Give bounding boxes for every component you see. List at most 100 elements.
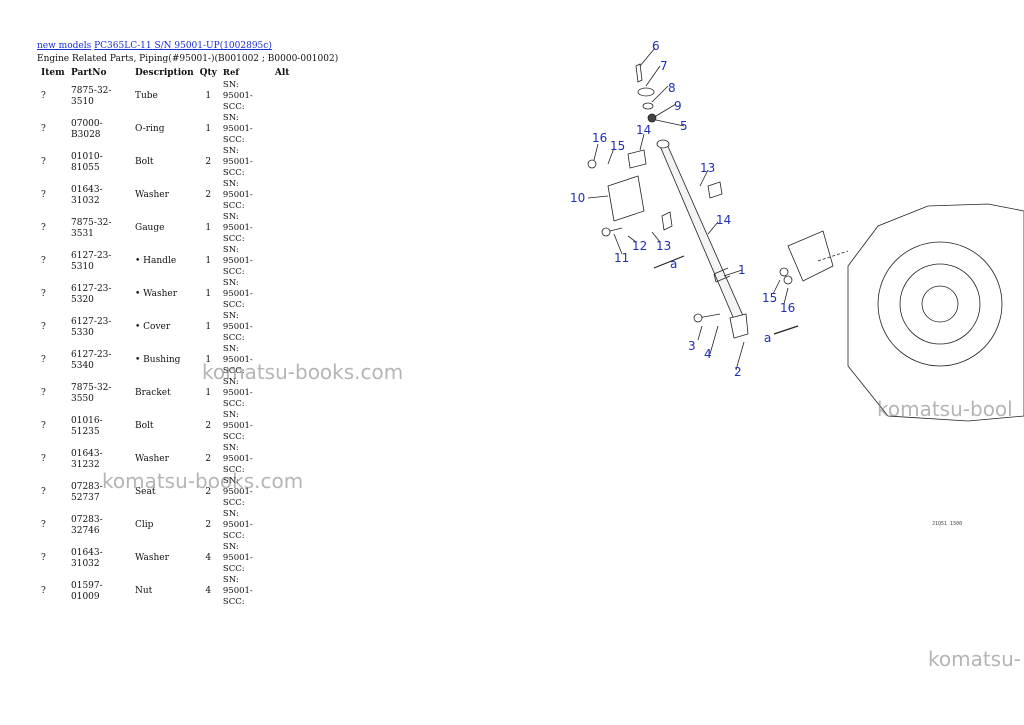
cell-partno: 6127-23-5340 [71,349,112,371]
cell-alt [272,146,294,179]
cell-description: Gauge [135,223,165,233]
cell-qty: 1 [205,322,212,332]
cell-ref: SN: 95001-SCC: [222,179,253,211]
cell-qty: 1 [205,289,212,299]
watermark-right: komatsu-bool [877,397,1013,421]
cell-ref: SN: 95001-SCC: [222,212,253,244]
breadcrumb-link-model[interactable]: PC365LC-11 S/N 95001-UP(1002895c) [94,41,272,51]
breadcrumb: new models PC365LC-11 S/N 95001-UP(10028… [37,40,272,52]
cell-qty: 1 [205,388,212,398]
cell-ref: SN: 95001-SCC: [222,80,253,112]
cell-qty: 1 [205,256,212,266]
cell-ref: SN: 95001-SCC: [222,278,253,310]
callout-13b: 13 [656,239,671,253]
callout-3: 3 [688,339,696,353]
cell-ref: SN: 95001-SCC: [222,344,253,376]
figure-reference: J1Q51 1500 [932,521,963,527]
cell-description: Washer [135,190,169,200]
cell-qty: 1 [205,91,212,101]
cell-item: ? [41,454,46,464]
cell-item: ? [41,487,46,497]
cell-item: ? [41,289,46,299]
cell-partno: 6127-23-5320 [71,283,112,305]
cell-item: ? [41,223,46,233]
callout-14b: 14 [716,213,731,227]
cell-item: ? [41,124,46,134]
callout-13: 13 [700,161,715,175]
cell-alt [272,245,294,278]
cell-qty: 2 [205,487,212,497]
callout-15b: 15 [762,291,777,305]
housing-outline [847,203,1024,422]
callout-16b: 16 [780,301,795,315]
col-header-partno: PartNo [71,67,107,78]
cell-partno: 07000-B3028 [71,118,103,140]
cell-alt [272,179,294,212]
cell-ref: SN: 95001-SCC: [222,113,253,145]
parts-table: Item PartNo Description Qty Ref Alt ?787… [37,66,294,608]
callout-9: 9 [674,99,682,113]
cell-alt [272,278,294,311]
cell-ref: SN: 95001-SCC: [222,410,253,442]
cell-partno: 07283-52737 [71,481,103,503]
cell-alt [272,212,294,245]
cell-ref: SN: 95001-SCC: [222,146,253,178]
mount-bracket [787,230,834,282]
callout-10: 10 [570,191,585,205]
cell-description: Washer [135,553,169,563]
callout-16: 16 [592,131,607,145]
cell-description: Seat [135,487,156,497]
cell-ref: SN: 95001-SCC: [222,311,253,343]
cell-ref: SN: 95001-SCC: [222,509,253,541]
cell-partno: 7875-32-3510 [71,85,112,107]
col-header-description: Description [135,67,194,78]
cell-alt [272,80,294,113]
callout-11: 11 [614,251,629,265]
cell-item: ? [41,421,46,431]
cell-alt [272,542,294,575]
page-title: Engine Related Parts, Piping(#95001-)(B0… [37,54,339,64]
cell-partno: 01016-51235 [71,415,103,437]
cell-ref: SN: 95001-SCC: [222,542,253,574]
callout-14: 14 [636,123,651,137]
breadcrumb-link-new-models[interactable]: new models [37,41,92,51]
cell-description: Nut [135,586,153,596]
cell-qty: 2 [205,421,212,431]
cell-description: Bolt [135,421,154,431]
callout-12: 12 [632,239,647,253]
cell-alt [272,509,294,542]
callout-6: 6 [652,39,660,53]
callout-7: 7 [660,59,668,73]
cell-qty: 1 [205,223,212,233]
cell-ref: SN: 95001-SCC: [222,377,253,409]
callout-a2: a [764,331,771,345]
cell-item: ? [41,91,46,101]
callout-8: 8 [668,81,676,95]
cell-ref: SN: 95001-SCC: [222,443,253,475]
cell-partno: 07283-32746 [71,514,103,536]
cell-item: ? [41,256,46,266]
cell-partno: 7875-32-3550 [71,382,112,404]
cell-description: Clip [135,520,154,530]
cell-partno: 01597-01009 [71,580,103,602]
cell-item: ? [41,322,46,332]
cell-qty: 2 [205,520,212,530]
callout-1: 1 [738,263,746,277]
cell-alt [272,410,294,443]
table-row: ? 01016-51235 Bolt 2 SN: 95001-SCC: [37,410,294,443]
cell-partno: 7875-32-3531 [71,217,112,239]
callout-5: 5 [680,119,688,133]
cell-partno: 01643-31032 [71,184,103,206]
cell-description: • Cover [135,322,171,332]
callout-15: 15 [610,139,625,153]
